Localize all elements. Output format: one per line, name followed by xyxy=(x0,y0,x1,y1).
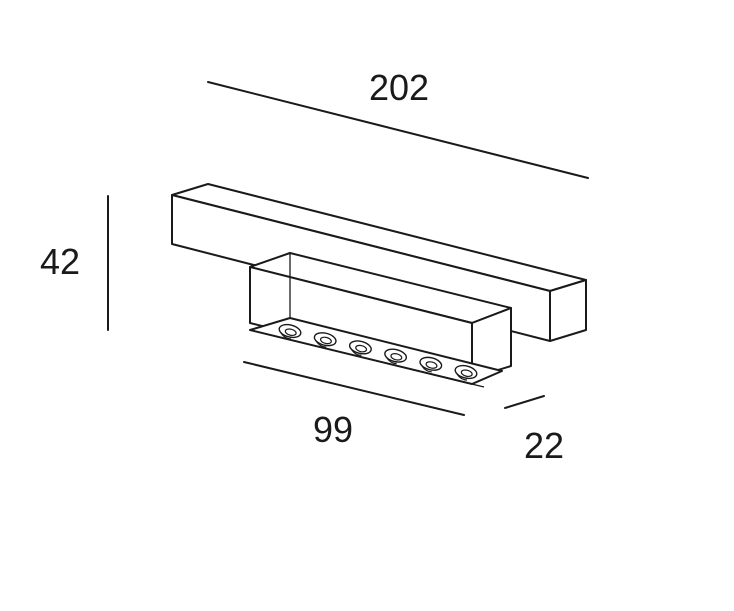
light-module-end-face xyxy=(471,307,512,379)
lens-shadow-curve xyxy=(386,357,397,365)
lens-6 xyxy=(454,364,478,381)
dimension-length-label: 202 xyxy=(369,67,429,108)
lens-group xyxy=(278,323,478,381)
lens-5 xyxy=(419,356,443,373)
lens-2 xyxy=(313,332,337,348)
lens-strip-edge xyxy=(257,331,485,388)
dimension-line-module-length xyxy=(243,361,465,416)
lens-4 xyxy=(384,348,408,365)
track-rail-end-face xyxy=(549,279,587,342)
lens-inner-ring xyxy=(319,336,332,345)
lens-inner-ring xyxy=(390,353,403,361)
lens-shadow-curve xyxy=(280,332,292,340)
lens-inner-ring xyxy=(460,369,473,378)
lens-shadow-curve xyxy=(421,365,432,373)
dimension-height-label: 42 xyxy=(40,241,80,282)
lens-inner-ring xyxy=(284,328,297,337)
lens-1 xyxy=(278,323,302,340)
dimension-depth-label: 22 xyxy=(524,425,564,466)
dimension-module-length-label: 99 xyxy=(313,409,353,450)
lens-3 xyxy=(348,340,372,356)
lens-inner-ring xyxy=(425,361,438,369)
dimension-line-length xyxy=(207,81,589,179)
lens-shadow-curve xyxy=(315,340,327,348)
dimension-line-depth xyxy=(504,395,545,409)
lens-shadow-curve xyxy=(456,373,468,381)
lens-shadow-curve xyxy=(350,349,362,356)
lens-inner-ring xyxy=(355,344,368,353)
